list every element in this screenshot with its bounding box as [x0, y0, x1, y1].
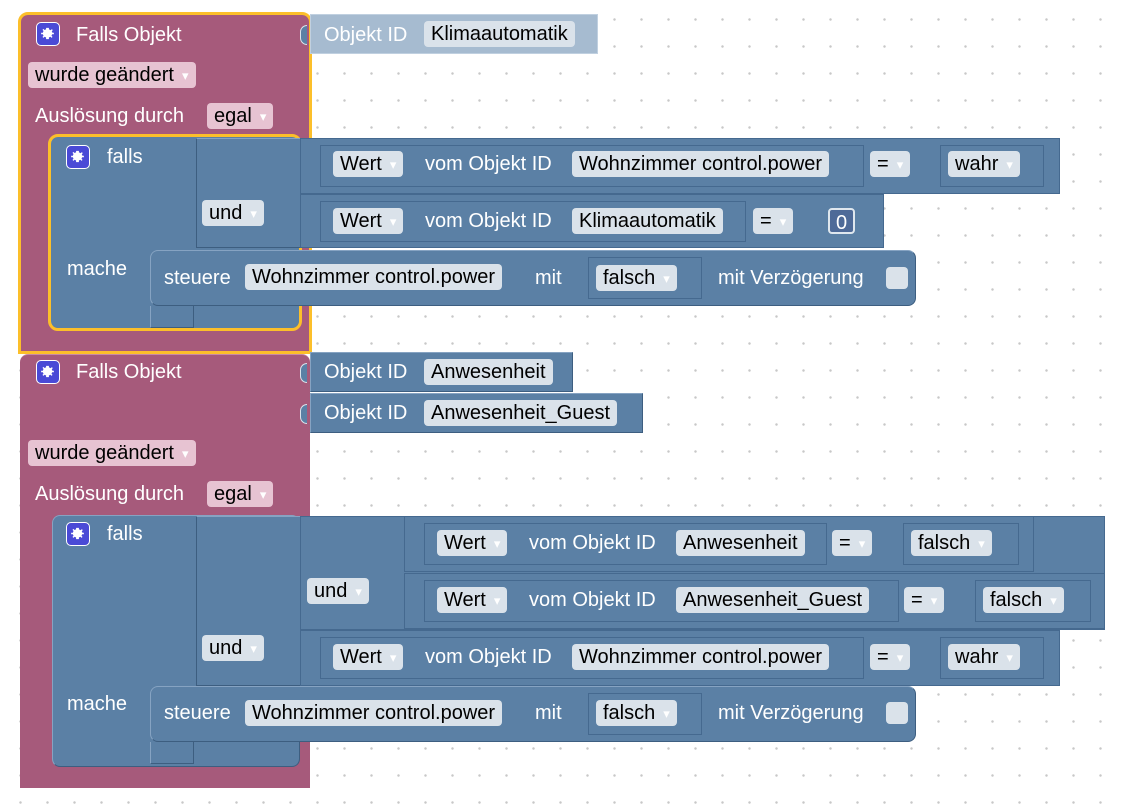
gear-icon[interactable]	[36, 360, 60, 384]
trigger-label: Auslösung durch	[35, 105, 184, 127]
object-id-field[interactable]: Wohnzimmer control.power	[245, 700, 503, 726]
steuere-label: steuere	[164, 702, 231, 724]
connector-tab	[300, 363, 307, 383]
bool-dropdown[interactable]: wahr	[948, 151, 1020, 177]
connector-tab	[300, 25, 307, 45]
number-field[interactable]: 0	[828, 208, 856, 234]
if-condition-area	[196, 138, 301, 248]
delay-checkbox[interactable]	[886, 702, 908, 724]
wert-dropdown[interactable]: Wert	[333, 208, 404, 234]
gear-icon[interactable]	[36, 22, 60, 46]
object-id-field[interactable]: Anwesenheit	[424, 359, 553, 385]
gear-icon[interactable]	[66, 145, 90, 169]
mache-label: mache	[67, 693, 128, 715]
gear-icon[interactable]	[66, 522, 90, 546]
mit-label: mit	[535, 267, 562, 289]
object-id-field[interactable]: Wohnzimmer control.power	[572, 151, 830, 177]
vom-label: vom Objekt ID	[425, 153, 552, 175]
operator-dropdown[interactable]: =	[753, 208, 794, 234]
wert-dropdown[interactable]: Wert	[333, 644, 404, 670]
trigger-label: Auslösung durch	[35, 483, 184, 505]
connector-tab	[300, 404, 307, 424]
object-id-field[interactable]: Anwesenheit_Guest	[676, 587, 870, 613]
falls-label: falls	[107, 146, 143, 168]
delay-label: mit Verzögerung	[718, 702, 864, 724]
object-id-field[interactable]: Anwesenheit_Guest	[424, 400, 618, 426]
statement-end	[150, 742, 194, 764]
falls-label: falls	[107, 523, 143, 545]
gear-icon-svg	[41, 27, 54, 40]
vom-label: vom Objekt ID	[425, 210, 552, 232]
mode-dropdown[interactable]: wurde geändert	[28, 62, 196, 88]
control-block[interactable]	[150, 250, 916, 306]
object-id-field[interactable]: Wohnzimmer control.power	[572, 644, 830, 670]
bool-dropdown[interactable]: falsch	[911, 530, 992, 556]
bool-dropdown[interactable]: falsch	[596, 265, 677, 291]
trigger-title: Falls Objekt	[76, 361, 182, 383]
object-id-label: Objekt ID	[324, 361, 408, 383]
gear-icon-svg	[71, 527, 84, 540]
delay-label: mit Verzögerung	[718, 267, 864, 289]
wert-dropdown[interactable]: Wert	[437, 587, 508, 613]
wert-dropdown[interactable]: Wert	[437, 530, 508, 556]
bool-dropdown[interactable]: falsch	[596, 700, 677, 726]
und-dropdown[interactable]: und	[202, 200, 264, 226]
trigger-dropdown[interactable]: egal	[207, 481, 274, 507]
vom-label: vom Objekt ID	[529, 589, 656, 611]
trigger-dropdown[interactable]: egal	[207, 103, 274, 129]
wert-dropdown[interactable]: Wert	[333, 151, 404, 177]
gear-icon-svg	[71, 150, 84, 163]
operator-dropdown[interactable]: =	[832, 530, 873, 556]
object-id-field[interactable]: Wohnzimmer control.power	[245, 264, 503, 290]
und-dropdown[interactable]: und	[307, 578, 369, 604]
bool-dropdown[interactable]: wahr	[948, 644, 1020, 670]
bool-dropdown[interactable]: falsch	[983, 587, 1064, 613]
object-id-label: Objekt ID	[324, 402, 408, 424]
delay-checkbox[interactable]	[886, 267, 908, 289]
operator-dropdown[interactable]: =	[870, 644, 911, 670]
steuere-label: steuere	[164, 267, 231, 289]
object-id-field[interactable]: Anwesenheit	[676, 530, 805, 556]
object-id-field[interactable]: Klimaautomatik	[424, 21, 575, 47]
vom-label: vom Objekt ID	[529, 532, 656, 554]
gear-icon-svg	[41, 365, 54, 378]
mit-label: mit	[535, 702, 562, 724]
vom-label: vom Objekt ID	[425, 646, 552, 668]
trigger-title: Falls Objekt	[76, 24, 182, 46]
und-dropdown[interactable]: und	[202, 635, 264, 661]
mode-dropdown[interactable]: wurde geändert	[28, 440, 196, 466]
statement-end	[150, 306, 194, 328]
operator-dropdown[interactable]: =	[870, 151, 911, 177]
operator-dropdown[interactable]: =	[904, 587, 945, 613]
object-id-field[interactable]: Klimaautomatik	[572, 208, 723, 234]
mache-label: mache	[67, 258, 128, 280]
object-id-label: Objekt ID	[324, 24, 408, 46]
